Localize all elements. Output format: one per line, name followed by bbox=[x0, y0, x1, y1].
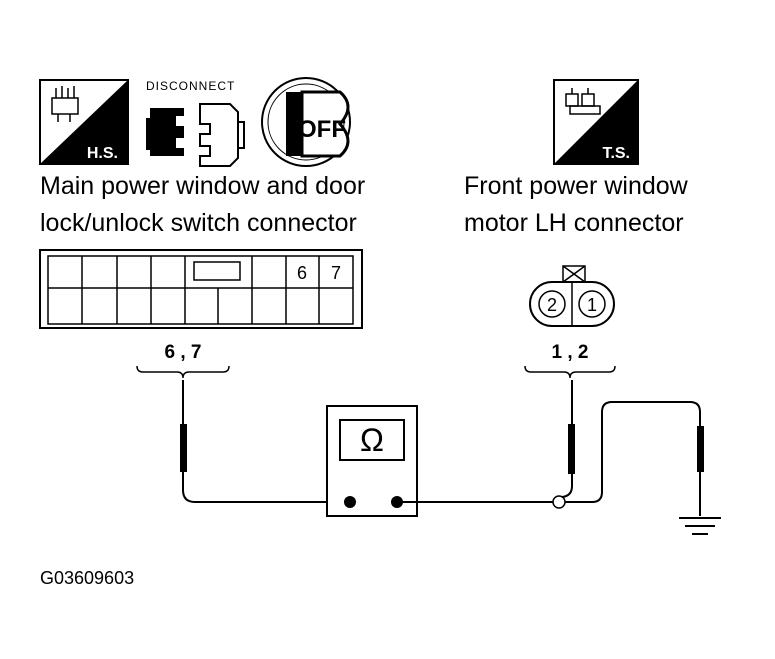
disconnect-label: DISCONNECT bbox=[146, 79, 235, 93]
meter-terminal-left bbox=[344, 496, 356, 508]
ohm-symbol: Ω bbox=[360, 422, 384, 458]
terminal-sketch-icon bbox=[565, 88, 601, 115]
left-connector-title-line1: Main power window and door bbox=[40, 172, 365, 200]
right-connector-pin-2: 2 bbox=[547, 295, 557, 315]
right-probe-terminal-label: 1 , 2 bbox=[552, 342, 589, 363]
left-terminal-brace bbox=[136, 365, 230, 379]
ground-symbol-icon bbox=[679, 517, 721, 535]
figure-id: G03609603 bbox=[40, 568, 134, 588]
left-connector-pin-6: 6 bbox=[297, 263, 307, 283]
ignition-switch-off-icon: OFF bbox=[261, 77, 351, 167]
window-motor-connector: 2 1 bbox=[529, 265, 615, 327]
terminal-side-icon: T.S. bbox=[553, 79, 639, 165]
left-probe-terminal-label: 6 , 7 bbox=[165, 342, 202, 363]
harness-connector-sketch-icon bbox=[51, 86, 79, 122]
left-connector-title-line2: lock/unlock switch connector bbox=[40, 209, 357, 237]
left-connector-pin-7: 7 bbox=[331, 263, 341, 283]
ohmmeter: Ω bbox=[326, 405, 418, 517]
right-connector-title-line1: Front power window bbox=[464, 172, 689, 200]
main-switch-connector: 6 7 bbox=[39, 249, 363, 329]
connector-lock-tab bbox=[193, 261, 241, 281]
terminal-side-badge-text: T.S. bbox=[602, 145, 630, 162]
harness-side-badge-text: H.S. bbox=[87, 145, 118, 162]
right-terminal-brace bbox=[524, 365, 616, 379]
harness-side-icon: H.S. bbox=[39, 79, 129, 165]
disconnect-icon: DISCONNECT bbox=[146, 79, 245, 167]
ground-probe bbox=[679, 426, 721, 535]
ignition-off-text: OFF bbox=[298, 116, 346, 143]
right-test-probe bbox=[397, 380, 701, 509]
right-connector-pin-1: 1 bbox=[587, 295, 597, 315]
right-connector-title-line2: motor LH connector bbox=[464, 209, 684, 237]
left-test-probe bbox=[180, 380, 350, 503]
